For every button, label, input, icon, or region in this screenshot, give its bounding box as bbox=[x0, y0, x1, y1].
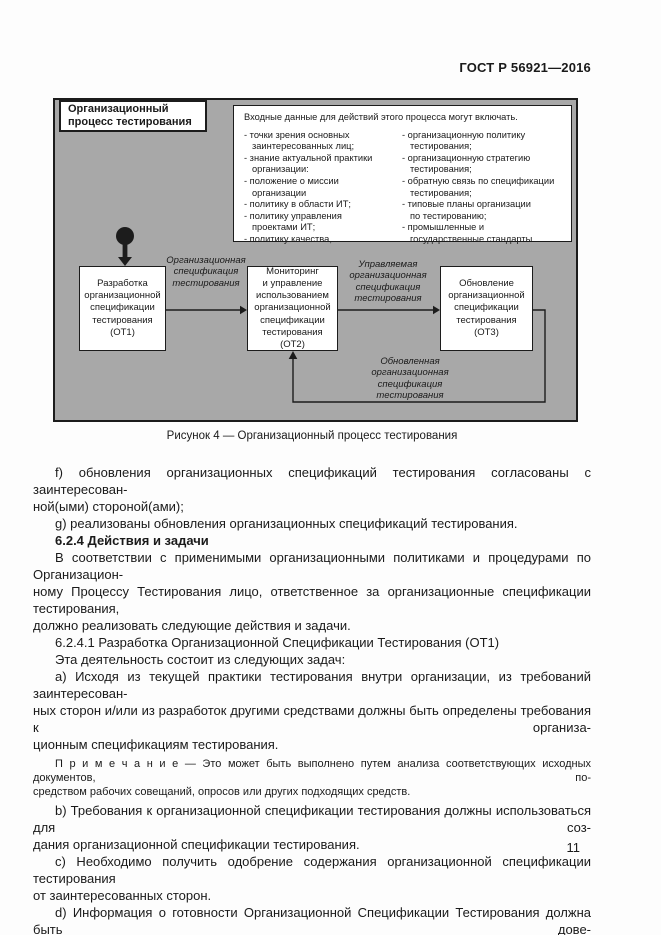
input-list-item: - организационную политику тестирования; bbox=[402, 129, 526, 152]
diagram-title-box: Организационный процесс тестирования bbox=[59, 100, 207, 132]
text-line: c) Необходимо получить одобрение содержа… bbox=[33, 854, 591, 886]
input-list-item: - положение о миссии организации bbox=[244, 175, 339, 198]
input-list-item: - знание актуальной практики организации… bbox=[244, 152, 373, 175]
input-list-item: - точки зрения основных заинтересованных… bbox=[244, 129, 355, 152]
feedback-arrow-head bbox=[288, 351, 298, 359]
flow-label-org-spec: Организационная спецификация тестировани… bbox=[166, 255, 246, 289]
text-line: 6.2.4 Действия и задачи bbox=[55, 533, 209, 548]
text-line: ной(ыми) стороной(ами); bbox=[33, 499, 184, 514]
start-node-icon bbox=[116, 227, 134, 245]
input-list-item: - промышленные и государственные стандар… bbox=[402, 222, 535, 244]
paragraph: c) Необходимо получить одобрение содержа… bbox=[33, 853, 591, 904]
input-columns: - точки зрения основных заинтересованных… bbox=[244, 130, 563, 246]
flow-box-ot1: Разработка организационной спецификации … bbox=[79, 266, 166, 351]
text-line: должно реализовать следующие действия и … bbox=[33, 618, 351, 633]
start-arrow-head bbox=[118, 257, 132, 266]
paragraph: f) обновления организационных спецификац… bbox=[33, 464, 591, 515]
flow-box-ot3: Обновление организационной спецификации … bbox=[440, 266, 533, 351]
text-line: d) Информация о готовности Организационн… bbox=[33, 905, 591, 935]
input-left-column: - точки зрения основных заинтересованных… bbox=[244, 130, 402, 246]
input-list-item: - политику качества, bbox=[244, 233, 332, 244]
process-diagram: Организационный процесс тестирования Вхо… bbox=[53, 98, 578, 422]
paragraph: b) Требования к организационной специфик… bbox=[33, 802, 591, 853]
paragraph: В соответствии с применимыми организацио… bbox=[33, 549, 591, 634]
paragraph: П р и м е ч а н и е — Это может быть вып… bbox=[33, 757, 591, 799]
input-right-column: - организационную политику тестирования;… bbox=[402, 130, 563, 246]
input-data-box: Входные данные для действий этого процес… bbox=[233, 105, 572, 244]
input-list-item: - обратную связь по спецификации тестиро… bbox=[402, 175, 555, 198]
paragraph: a) Исходя из текущей практики тестирован… bbox=[33, 668, 591, 753]
text-line: средством рабочих совещаний, опросов или… bbox=[33, 786, 411, 798]
page-number: 11 bbox=[566, 840, 581, 855]
input-list-item: - политику управления проектами ИТ; bbox=[244, 210, 342, 233]
paragraph: d) Информация о готовности Организационн… bbox=[33, 904, 591, 935]
paragraph: g) реализованы обновления организационны… bbox=[33, 515, 591, 532]
input-box-title: Входные данные для действий этого процес… bbox=[244, 112, 518, 122]
text-line: 6.2.4.1 Разработка Организационной Специ… bbox=[55, 635, 500, 650]
text-line: Эта деятельность состоит из следующих за… bbox=[55, 652, 346, 667]
document-header: ГОСТ Р 56921—2016 bbox=[459, 60, 591, 75]
text-line: дания организационной спецификации тести… bbox=[33, 837, 360, 852]
arrow-ot1-ot2-head bbox=[240, 305, 247, 315]
arrow-ot2-ot3-head bbox=[433, 305, 440, 315]
text-line: от заинтересованных сторон. bbox=[33, 888, 212, 903]
input-list-item: - политику в области ИТ; bbox=[244, 199, 351, 210]
start-arrow-shaft bbox=[122, 244, 128, 258]
flow-label-updated-spec: Обновленная организационная спецификация… bbox=[371, 356, 449, 402]
text-line: f) обновления организационных спецификац… bbox=[33, 465, 591, 497]
paragraph: 6.2.4.1 Разработка Организационной Специ… bbox=[33, 634, 591, 651]
input-list-item: - типовые планы организации по тестирова… bbox=[402, 199, 531, 221]
text-line: g) реализованы обновления организационны… bbox=[55, 516, 518, 531]
text-line: П р и м е ч а н и е — Это может быть вып… bbox=[33, 758, 591, 784]
input-list-item: - организационную стратегию тестирования… bbox=[402, 152, 531, 175]
feedback-line bbox=[292, 309, 546, 403]
figure-caption: Рисунок 4 — Организационный процесс тест… bbox=[166, 430, 458, 442]
text-line: ционным спецификациям тестирования. bbox=[33, 737, 279, 752]
text-line: a) Исходя из текущей практики тестирован… bbox=[33, 669, 591, 701]
flow-connectors bbox=[116, 227, 546, 403]
text-line: ных сторон и/или из разработок другими с… bbox=[33, 703, 591, 735]
paragraph: 6.2.4 Действия и задачи bbox=[33, 532, 591, 549]
paragraph: Эта деятельность состоит из следующих за… bbox=[33, 651, 591, 668]
body-text: f) обновления организационных спецификац… bbox=[33, 464, 591, 935]
text-line: ному Процессу Тестирования лицо, ответст… bbox=[33, 584, 591, 616]
flow-box-ot2: Мониторинг и управление использованием о… bbox=[247, 266, 338, 351]
text-line: b) Требования к организационной специфик… bbox=[33, 803, 591, 835]
flow-label-managed-spec: Управляемая организационная спецификация… bbox=[349, 259, 427, 305]
text-line: В соответствии с применимыми организацио… bbox=[33, 550, 591, 582]
